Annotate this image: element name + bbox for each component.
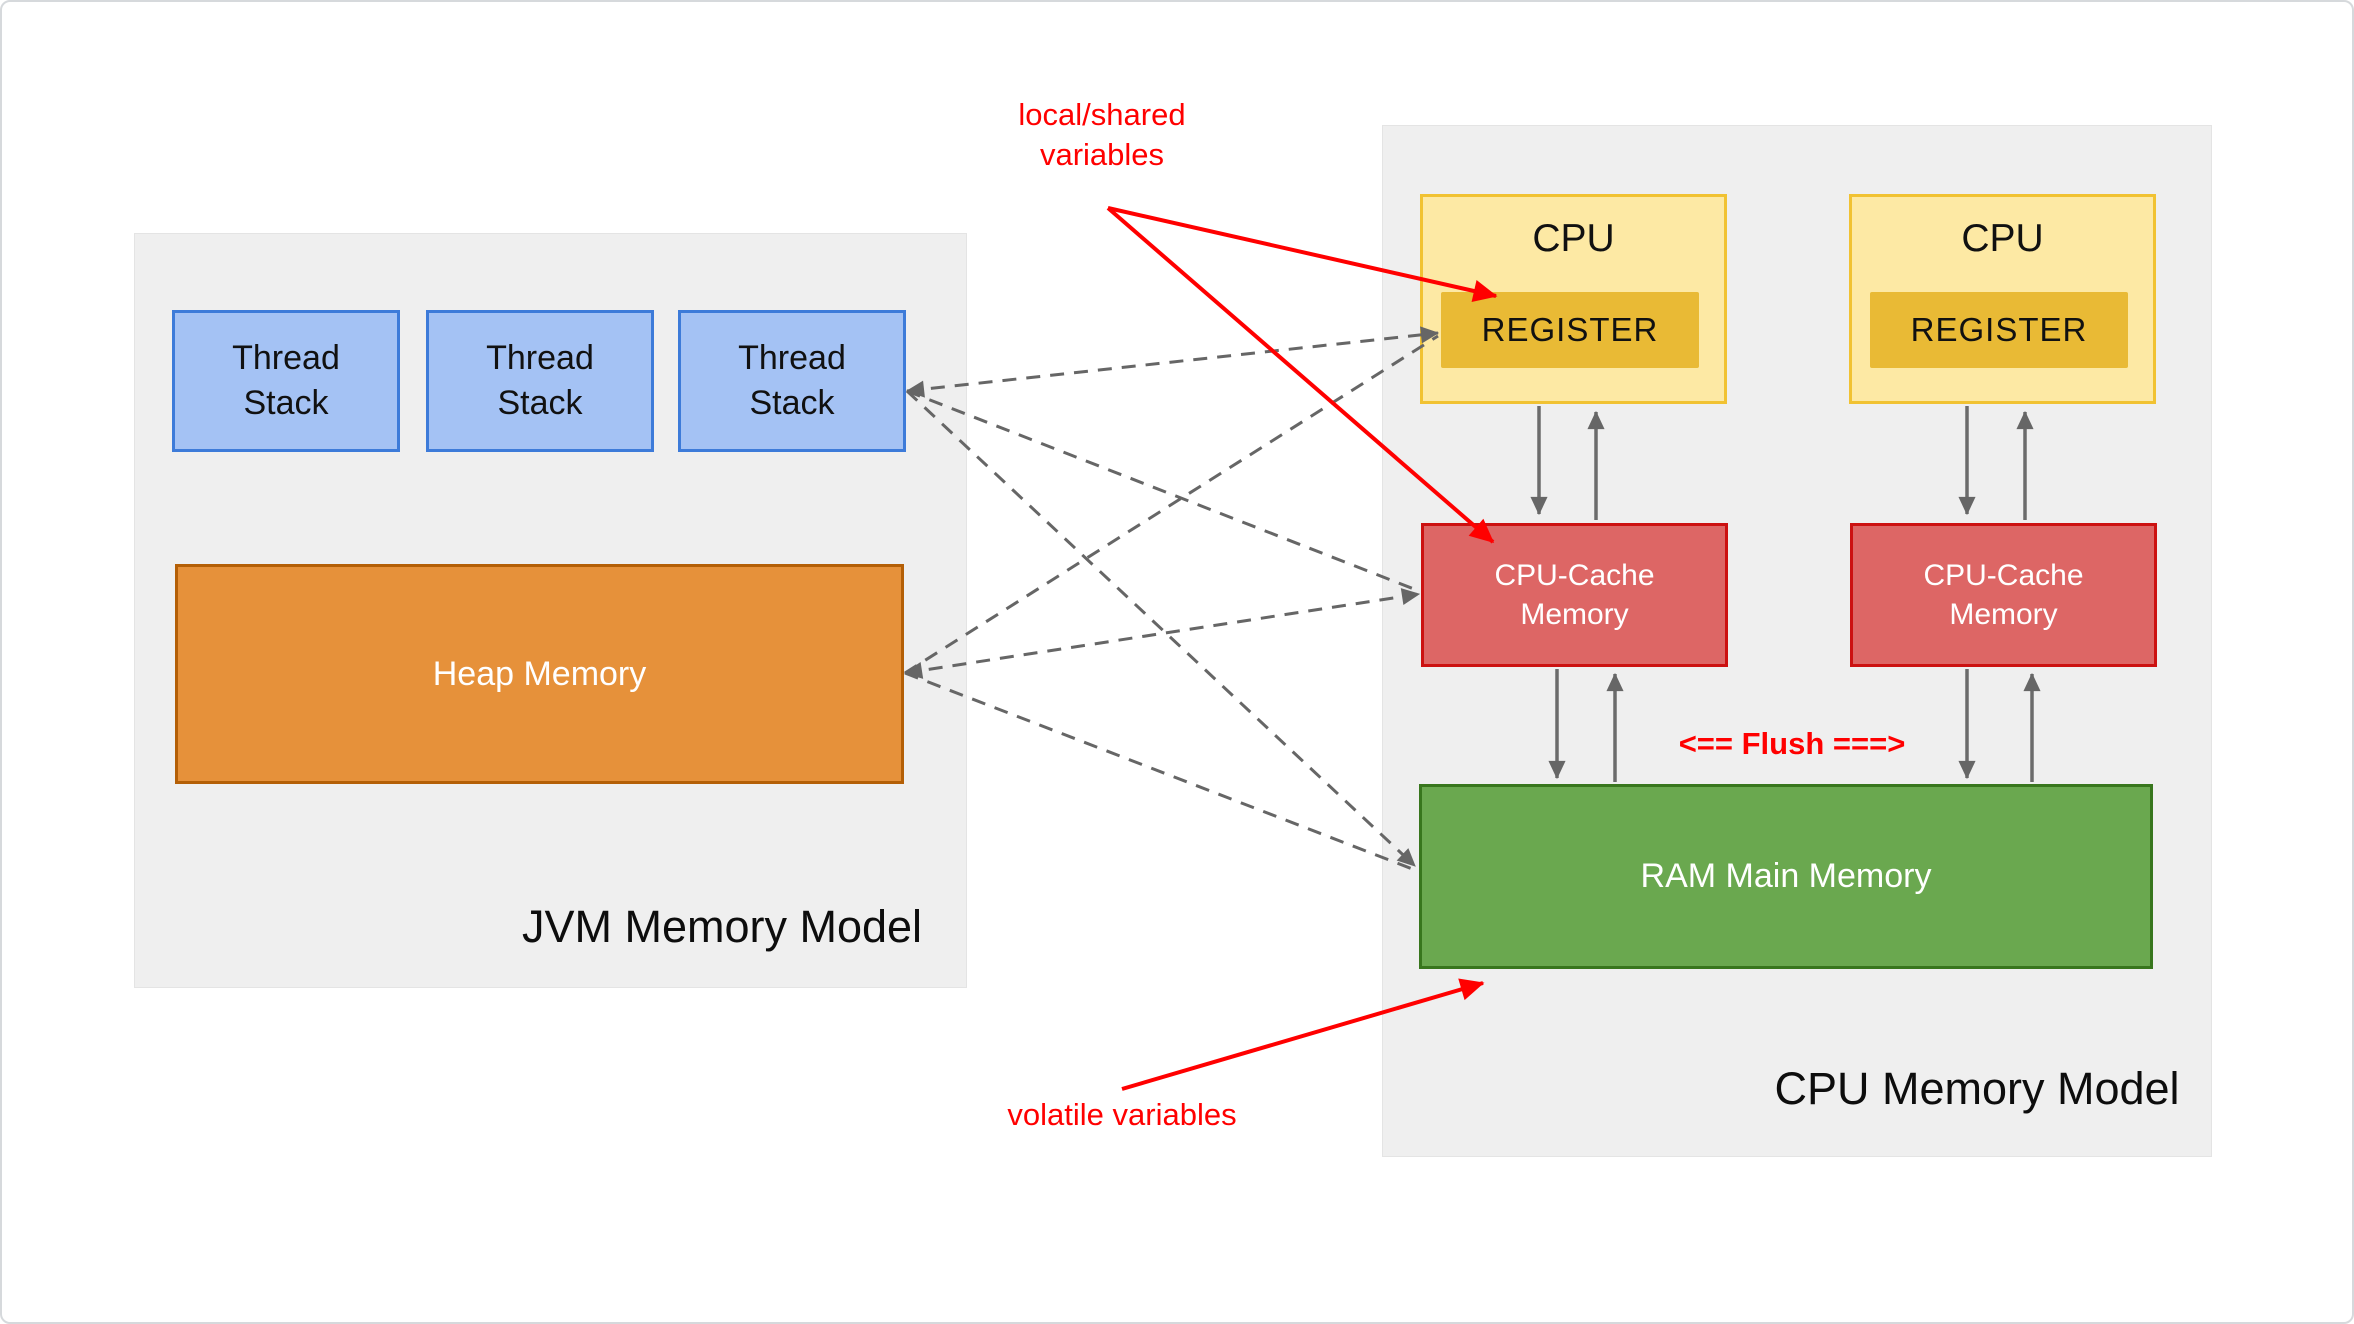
thread-stack-box-1: Thread Stack bbox=[172, 310, 400, 452]
cpu-memory-model-title: CPU Memory Model bbox=[1774, 1063, 2180, 1114]
thread-stack-box-2: Thread Stack bbox=[426, 310, 654, 452]
dashed-heap-register bbox=[904, 334, 1439, 675]
heap-memory-box: Heap Memory bbox=[175, 564, 904, 784]
cpu-label-2: CPU bbox=[1961, 217, 2044, 260]
local-shared-variables-label: local/shared variables bbox=[1018, 97, 1186, 172]
dashed-thread3-cache bbox=[906, 389, 1420, 593]
register-box-2: REGISTER bbox=[1870, 292, 2128, 368]
dashed-thread3-ram bbox=[905, 389, 1417, 868]
cpu-cache-box-2: CPU-Cache Memory bbox=[1850, 523, 2157, 667]
register-box-1: REGISTER bbox=[1441, 292, 1699, 368]
dashed-heap-cache bbox=[903, 588, 1421, 679]
cpu-cache-box-1: CPU-Cache Memory bbox=[1421, 523, 1728, 667]
cpu-label-1: CPU bbox=[1532, 217, 1615, 260]
jvm-memory-model-title: JVM Memory Model bbox=[521, 901, 923, 952]
dashed-heap-ram bbox=[904, 671, 1416, 872]
thread-stack-box-3: Thread Stack bbox=[678, 310, 906, 452]
dashed-thread3-register bbox=[905, 326, 1440, 398]
ram-main-memory-box: RAM Main Memory bbox=[1419, 784, 2153, 969]
volatile-variables-label: volatile variables bbox=[1007, 1097, 1237, 1132]
flush-label: <== Flush ===> bbox=[1678, 726, 1906, 761]
